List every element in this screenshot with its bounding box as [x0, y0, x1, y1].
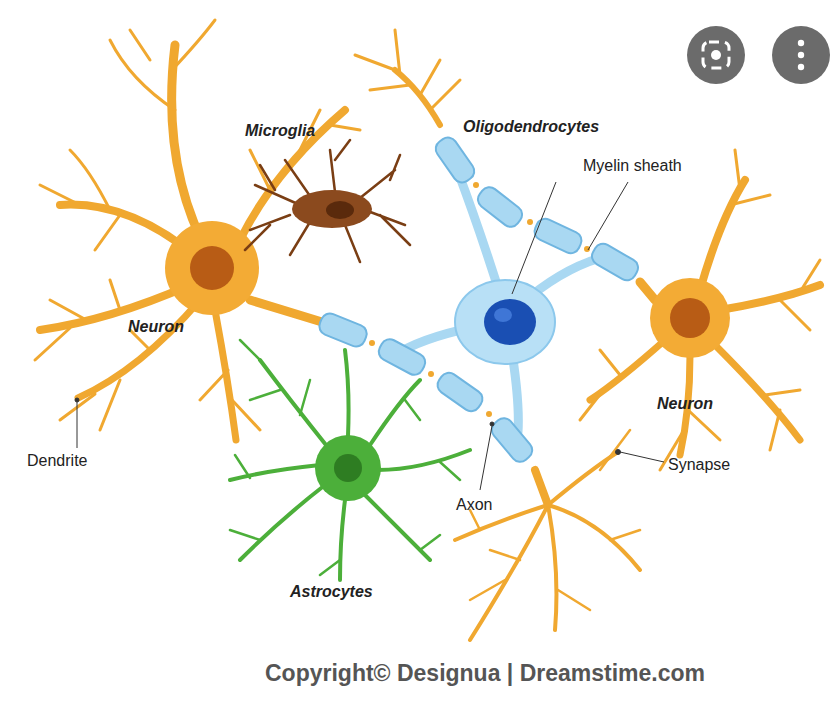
- axon-tip: [355, 30, 460, 125]
- oligodendrocyte-processes: [400, 172, 600, 432]
- nodes-of-ranvier: [369, 182, 590, 417]
- cell-name: Neuron: [128, 318, 184, 336]
- astrocyte-cell: [230, 340, 470, 580]
- cell-name: Neuron: [657, 395, 713, 413]
- cell-name: Oligodendrocytes: [463, 118, 599, 136]
- myelin-sheath: [317, 134, 642, 465]
- part-name: Dendrite: [27, 452, 87, 470]
- microglia-cell: [245, 140, 410, 262]
- part-name: Synapse: [668, 456, 730, 474]
- toolbar-icons: [687, 26, 830, 84]
- part-name: Myelin sheath: [583, 157, 682, 175]
- leader-lines: [75, 182, 664, 490]
- part-name: Axon: [456, 496, 492, 514]
- axon-terminal: [455, 430, 640, 640]
- oligodendrocyte-body: [455, 280, 555, 364]
- copyright-watermark: Copyright© Designua | Dreamstime.com: [265, 661, 705, 686]
- neuron-left: [35, 20, 360, 440]
- neuron-right: [580, 150, 820, 470]
- cell-name: Microglia: [245, 122, 315, 140]
- cell-name: Astrocytes: [290, 583, 373, 601]
